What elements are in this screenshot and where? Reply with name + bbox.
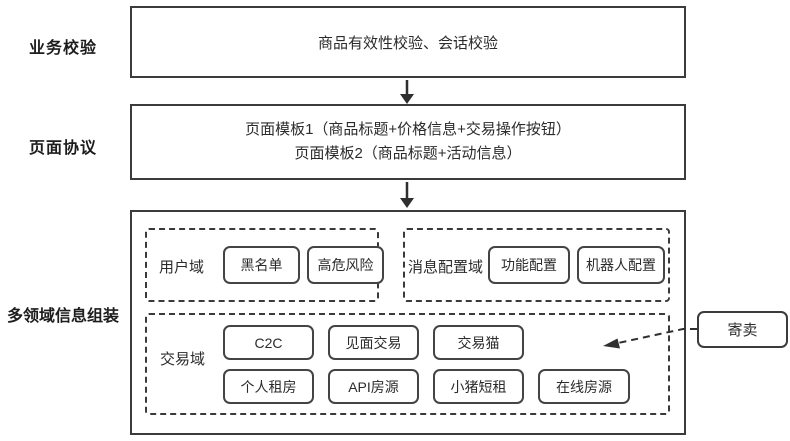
label-business-validation: 业务校验 (28, 40, 97, 57)
consignment-box: 寄卖 (697, 311, 788, 348)
business-validation-box: 商品有效性校验、会话校验 (130, 6, 686, 78)
trade-item-personal-rental: 个人租房 (223, 369, 314, 404)
trade-item-online-housing: 在线房源 (538, 369, 630, 404)
page-template-2-text: 页面模板2（商品标题+活动信息） (294, 145, 522, 162)
message-config-item-robot-config: 机器人配置 (577, 246, 665, 284)
trade-item-jiaoyimao: 交易猫 (433, 325, 524, 360)
trade-item-xiaozhu-short-rent: 小猪短租 (433, 369, 524, 404)
trade-domain-label: 交易域 (160, 351, 206, 368)
trade-item-meet-trade: 见面交易 (328, 325, 419, 360)
page-template-1-text: 页面模板1（商品标题+价格信息+交易操作按钮） (245, 121, 571, 138)
label-multi-domain-assembly: 多领域信息组装 (6, 308, 119, 325)
trade-item-c2c: C2C (223, 325, 314, 360)
user-domain-item-high-risk: 高危风险 (307, 246, 384, 284)
trade-item-api-housing: API房源 (328, 369, 419, 404)
user-domain-label: 用户域 (159, 259, 205, 276)
message-config-item-function-config: 功能配置 (488, 246, 570, 284)
page-protocol-box: 页面模板1（商品标题+价格信息+交易操作按钮） 页面模板2（商品标题+活动信息） (130, 104, 686, 180)
message-config-domain-label: 消息配置域 (408, 259, 484, 276)
label-page-protocol: 页面协议 (28, 140, 97, 157)
arrow-protocol-to-assembly (400, 182, 414, 208)
business-validation-text: 商品有效性校验、会话校验 (317, 34, 498, 52)
user-domain-item-blacklist: 黑名单 (223, 246, 300, 284)
arrow-validation-to-protocol (400, 80, 414, 104)
